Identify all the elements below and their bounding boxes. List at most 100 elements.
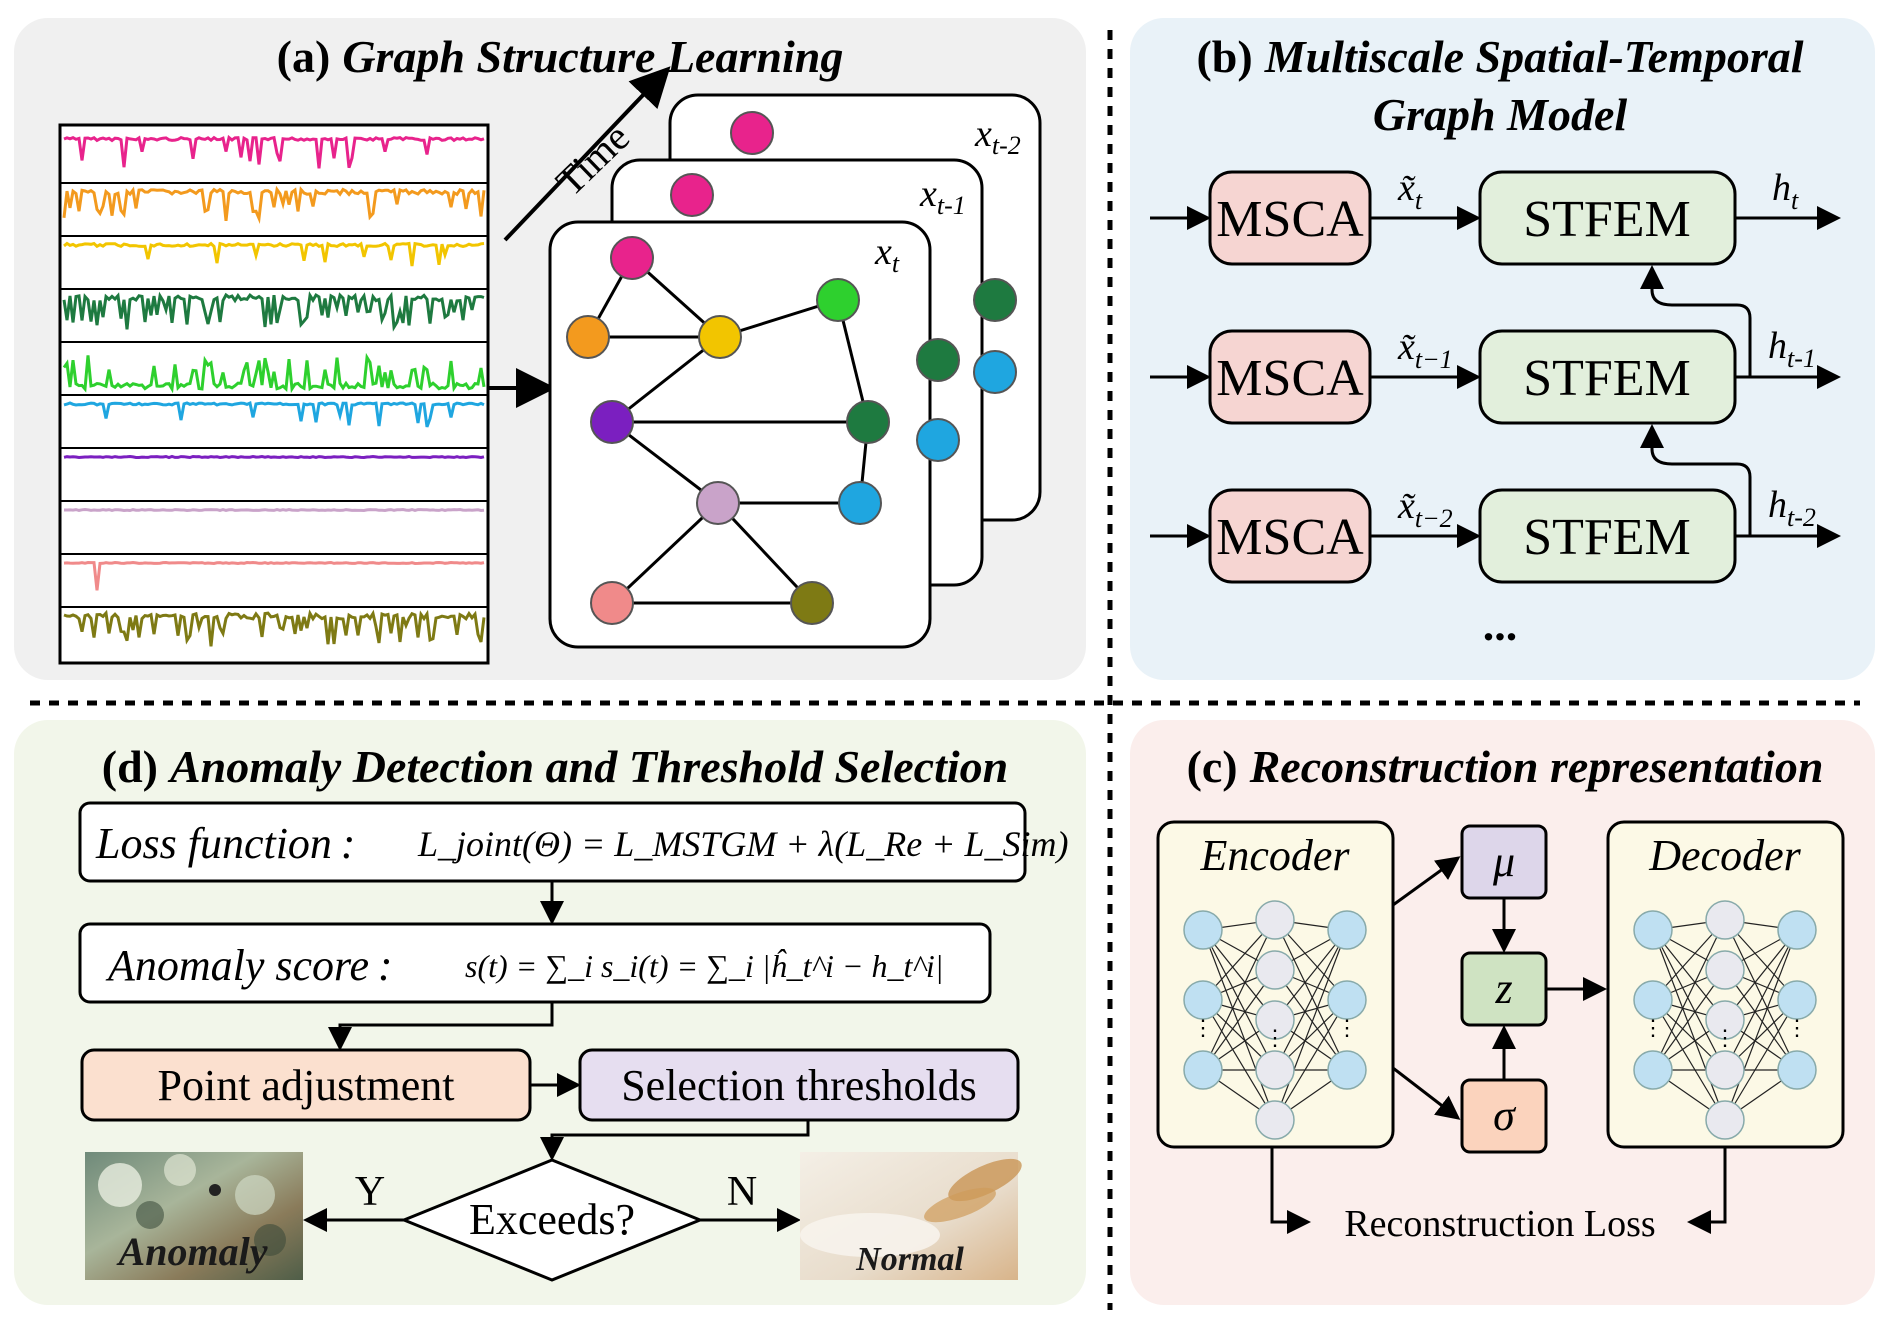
node-lilac bbox=[696, 481, 740, 525]
net-node bbox=[1255, 950, 1295, 990]
loss-function-label: Loss function : bbox=[95, 819, 355, 868]
decoder-network: ⋮⋮⋮ bbox=[1633, 900, 1817, 1140]
time-series-line bbox=[62, 352, 486, 394]
anomaly-score-label: Anomaly score : bbox=[105, 941, 393, 990]
encoder-network: ⋮ ⋮ ⋮ bbox=[1183, 900, 1367, 1140]
encoder-to-sigma-arrow bbox=[1392, 1066, 1461, 1120]
score-to-point-arrow bbox=[328, 1002, 554, 1051]
node-orange bbox=[566, 315, 610, 359]
net-edge bbox=[1202, 969, 1276, 1071]
node-yellow bbox=[698, 315, 742, 359]
net-edge bbox=[1202, 919, 1276, 1071]
svg-text:STFEM: STFEM bbox=[1523, 191, 1691, 248]
net-edge bbox=[1652, 919, 1726, 1071]
graph-nodes bbox=[566, 236, 890, 625]
net-node bbox=[1255, 900, 1295, 940]
net-node bbox=[1633, 1050, 1673, 1090]
node-purple bbox=[590, 400, 634, 444]
net-ellipsis: ⋮ bbox=[1264, 1025, 1286, 1050]
net-edge bbox=[1274, 929, 1348, 1121]
reconstruction-loss-label: Reconstruction Loss bbox=[1344, 1203, 1655, 1245]
anomaly-caption: Anomaly bbox=[116, 1229, 268, 1274]
net-edge bbox=[1724, 919, 1798, 1071]
node-blue bbox=[838, 481, 882, 525]
b-row-1: MSCA x̃t−1 STFEM ht-1 bbox=[1150, 325, 1841, 425]
net-edge bbox=[1274, 919, 1348, 1071]
svg-text:MSCA: MSCA bbox=[1216, 350, 1364, 407]
net-node bbox=[1327, 1050, 1367, 1090]
net-node bbox=[1327, 980, 1367, 1020]
node-back-darkgreen bbox=[973, 278, 1017, 322]
net-node bbox=[1777, 1050, 1817, 1090]
encoder-label: Encoder bbox=[1199, 831, 1350, 880]
net-ellipsis: ⋮ bbox=[1192, 1015, 1214, 1040]
node-back-magenta bbox=[730, 111, 774, 155]
svg-text:ht-2: ht-2 bbox=[1768, 484, 1816, 532]
net-node bbox=[1255, 1050, 1295, 1090]
svg-text:x̃t: x̃t bbox=[1397, 167, 1423, 215]
net-edge bbox=[1652, 969, 1726, 1071]
net-edge bbox=[1202, 929, 1276, 1121]
svg-text:x̃t−1: x̃t−1 bbox=[1397, 326, 1453, 374]
svg-text:MSCA: MSCA bbox=[1216, 509, 1364, 566]
net-node bbox=[1183, 1050, 1223, 1090]
node-olive bbox=[790, 581, 834, 625]
svg-text:xt-2: xt-2 bbox=[974, 113, 1021, 160]
z-label: z bbox=[1494, 964, 1512, 1013]
net-node bbox=[1705, 950, 1745, 990]
net-node bbox=[1705, 1050, 1745, 1090]
panel-c-title: (c)Reconstruction representation bbox=[1187, 741, 1824, 792]
anomaly-image: Anomaly bbox=[85, 1152, 303, 1280]
b-row-2: MSCA x̃t−2 STFEM ht-2 bbox=[1150, 484, 1841, 584]
net-ellipsis: ⋮ bbox=[1786, 1015, 1808, 1040]
time-axis-arrow bbox=[503, 66, 671, 242]
net-edge bbox=[1724, 929, 1798, 1121]
net-node bbox=[1705, 900, 1745, 940]
normal-image: Normal bbox=[800, 1152, 1022, 1280]
net-edge bbox=[1274, 999, 1348, 1121]
time-series-line bbox=[62, 291, 485, 332]
node-dark-green bbox=[846, 400, 890, 444]
node-mid-blue bbox=[916, 418, 960, 462]
net-ellipsis: ⋮ bbox=[1336, 1015, 1358, 1040]
net-edge bbox=[1202, 929, 1276, 1071]
time-series-line bbox=[63, 609, 486, 647]
time-series-line bbox=[63, 241, 485, 267]
normal-caption: Normal bbox=[855, 1241, 964, 1278]
b-ellipsis: ... bbox=[1483, 599, 1518, 650]
time-series-group bbox=[60, 134, 488, 647]
time-series-line bbox=[63, 454, 485, 460]
frame-label-t-1: xt-1 bbox=[919, 173, 966, 220]
net-edge bbox=[1202, 999, 1276, 1121]
anomaly-score-formula: s(t) = ∑_i s_i(t) = ∑_i |ĥ_t^i − h_t^i| bbox=[465, 948, 944, 984]
net-edge bbox=[1652, 929, 1726, 1071]
loss-function-formula: L_joint(Θ) = L_MSTGM + λ(L_Re + L_Sim) bbox=[417, 824, 1068, 864]
panel-b-title-line1: (b)Multiscale Spatial-Temporal bbox=[1196, 31, 1803, 82]
node-salmon bbox=[590, 581, 634, 625]
net-edge bbox=[1724, 969, 1798, 1071]
net-node bbox=[1327, 910, 1367, 950]
panel-b-title-line2: Graph Model bbox=[1373, 89, 1628, 140]
anomaly-score-box bbox=[78, 922, 992, 1004]
no-label: N bbox=[727, 1169, 757, 1215]
node-back-blue bbox=[973, 350, 1017, 394]
net-node bbox=[1777, 910, 1817, 950]
svg-text:xt-1: xt-1 bbox=[919, 173, 966, 220]
net-node bbox=[1183, 980, 1223, 1020]
time-series-line bbox=[63, 560, 485, 591]
net-node bbox=[1633, 910, 1673, 950]
b-row-0: MSCA x̃t STFEM ht bbox=[1150, 167, 1841, 266]
threshold-to-decision-arrow bbox=[540, 1120, 810, 1161]
net-edge bbox=[1724, 999, 1798, 1121]
net-edge bbox=[1724, 929, 1798, 1071]
net-ellipsis: ⋮ bbox=[1642, 1015, 1664, 1040]
decoder-loss-arrow bbox=[1687, 1147, 1727, 1234]
svg-text:ht-1: ht-1 bbox=[1768, 325, 1816, 373]
net-node bbox=[1633, 980, 1673, 1020]
selection-thresholds-box bbox=[578, 1048, 1020, 1122]
time-series-line bbox=[62, 185, 486, 225]
node-green bbox=[816, 278, 860, 322]
svg-text:STFEM: STFEM bbox=[1523, 509, 1691, 566]
node-mid-magenta bbox=[670, 173, 714, 217]
